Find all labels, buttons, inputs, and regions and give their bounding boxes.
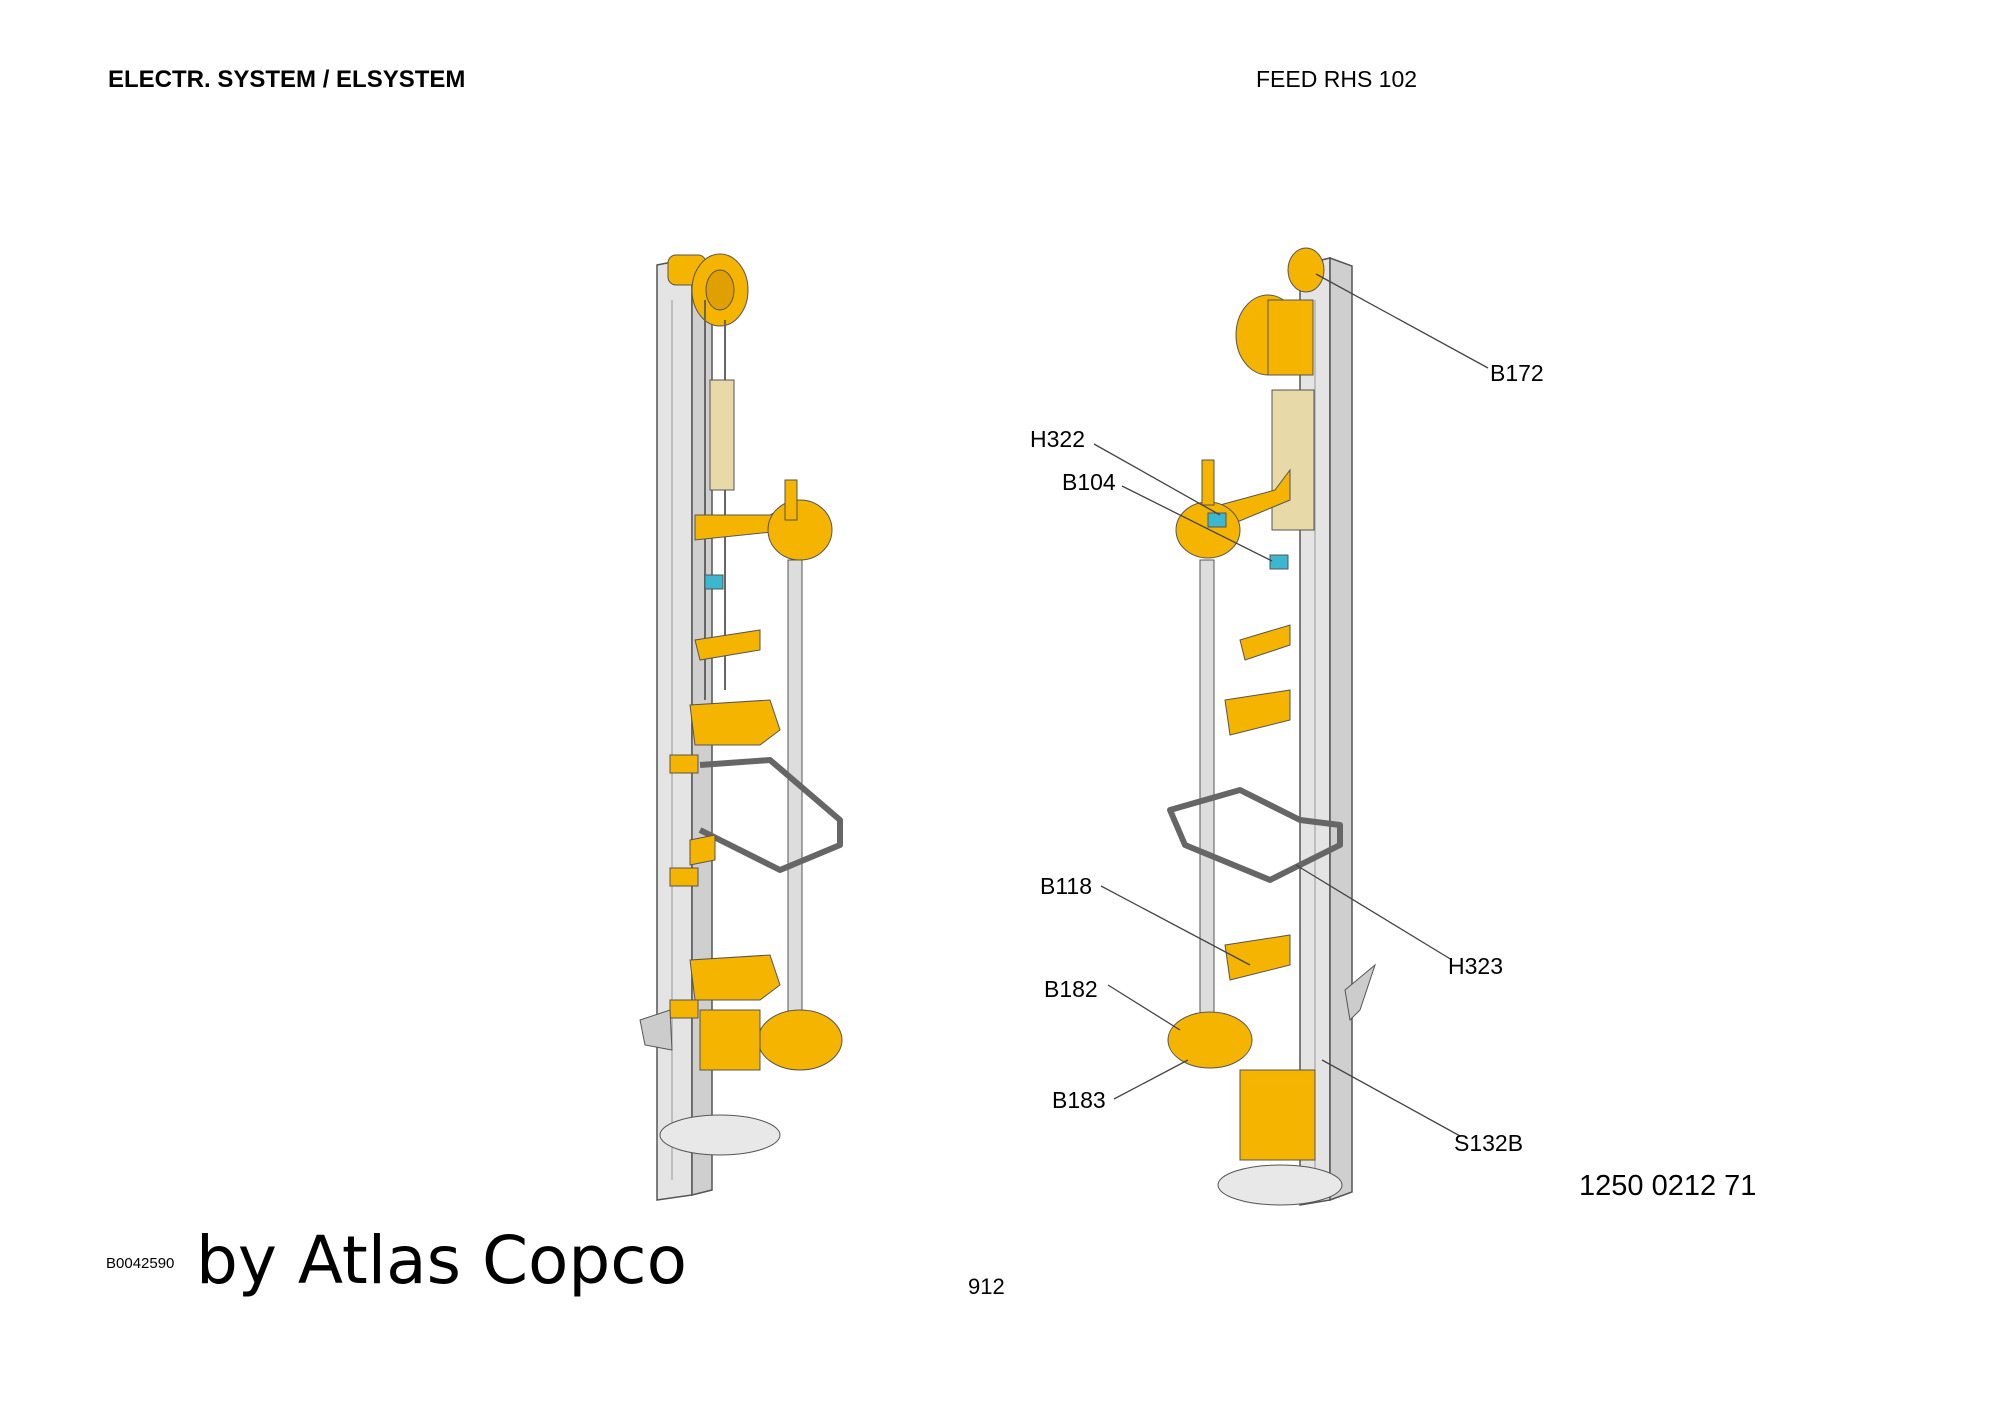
callout-s132b: S132B [1454,1130,1524,1156]
watermark-text: by Atlas Copco [196,1222,687,1299]
right-feed-view [1167,247,1377,1206]
page-number: 912 [968,1274,1005,1299]
callout-h322: H322 [1030,426,1085,452]
section-title: ELECTR. SYSTEM / ELSYSTEM [108,66,466,93]
callout-b183: B183 [1052,1087,1106,1113]
callout-b104: B104 [1062,469,1116,495]
callout-b118: B118 [1040,873,1093,899]
assembly-title: FEED RHS 102 [1256,66,1418,92]
part-number: 1250 0212 71 [1579,1170,1757,1202]
callout-h323: H323 [1448,953,1503,979]
callout-b172: B172 [1490,360,1544,386]
leader-lines [1093,273,1489,1137]
drawing-id: B0042590 [106,1255,175,1272]
left-feed-view [639,253,843,1201]
callout-b182: B182 [1044,976,1098,1002]
